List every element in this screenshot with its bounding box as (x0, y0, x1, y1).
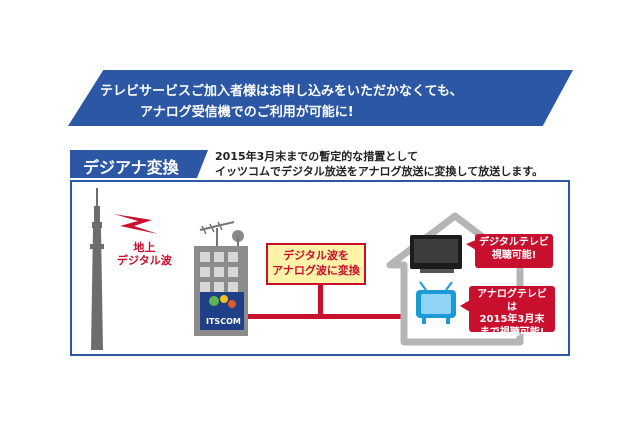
building-icon (194, 221, 248, 336)
broadcast-label-line-2: デジタル波 (117, 253, 172, 267)
section-subtitle-line-2: イッツコムでデジタル放送をアナログ放送に変換して放送します。 (215, 165, 544, 178)
banner-line-1: テレビサービスご加入者様はお申し込みをいただかなくても、 (100, 84, 463, 99)
converter-box: デジタル波を アナログ波に変換 (266, 243, 366, 285)
digital-tv-callout: デジタルテレビ 視聴可能! (475, 234, 553, 268)
analog-tv-icon (416, 281, 456, 324)
broadcast-label: 地上 デジタル波 (117, 241, 172, 267)
converter-line-1: デジタル波を (283, 249, 349, 262)
analog-tv-callout-line-2: 2015年3月末 (479, 314, 545, 325)
section-title: デジアナ変換 (83, 158, 179, 177)
section-title-box (70, 150, 208, 178)
banner-line-2: アナログ受信機でのご利用が可能に! (140, 105, 354, 120)
analog-tv-callout: アナログテレビは 2015年3月末 まで視聴可能! (469, 286, 555, 338)
digital-tv-icon (410, 235, 462, 273)
converter-line-2: アナログ波に変換 (272, 263, 360, 277)
analog-callout-pointer (460, 300, 470, 312)
broadcast-tower-icon (90, 188, 104, 350)
section-header: デジアナ変換 (70, 150, 574, 178)
header-banner (68, 70, 573, 126)
analog-tv-callout-line-1: アナログテレビは (477, 289, 547, 313)
section-subtitle-line-1: 2015年3月末までの暫定的な措置として (215, 150, 418, 163)
signal-wave-icon (114, 214, 158, 234)
digital-callout-pointer (466, 240, 476, 250)
digital-tv-callout-line-1: デジタルテレビ (479, 237, 549, 248)
digital-tv-callout-line-2: 視聴可能! (491, 249, 537, 261)
itscom-logo: ITSCOM (206, 317, 241, 326)
analog-tv-callout-line-3: まで視聴可能! (479, 326, 545, 338)
broadcast-label-line-1: 地上 (133, 241, 156, 254)
cable-line (248, 285, 418, 319)
